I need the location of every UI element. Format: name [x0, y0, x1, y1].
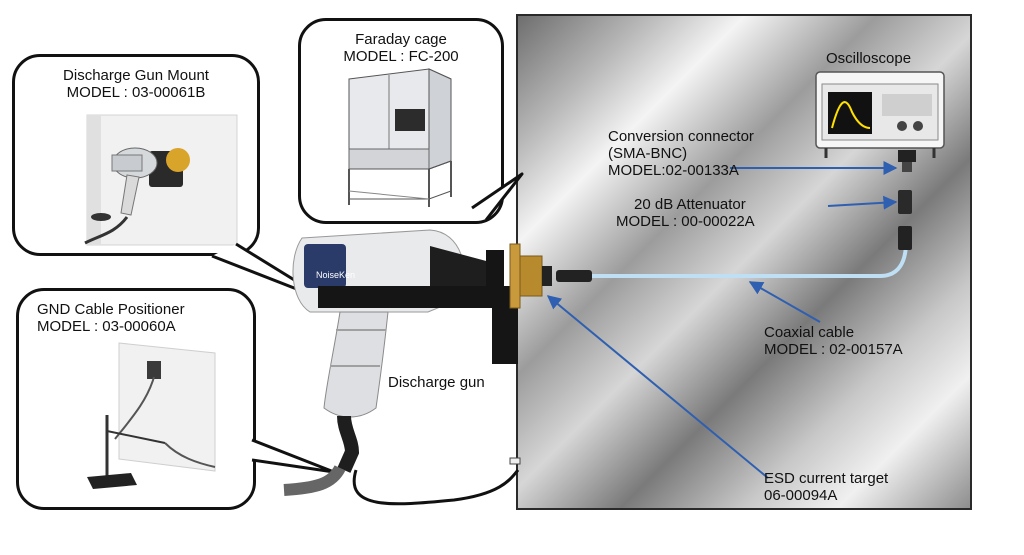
- ground-return-cable: [352, 469, 520, 506]
- conversion-connector-label-3: MODEL:02-00133A: [608, 162, 739, 179]
- attenuator-arrow: [827, 195, 898, 210]
- attenuator-label-1: 20 dB Attenuator: [634, 196, 746, 213]
- faraday-cage-image: [348, 68, 452, 207]
- cage-callout-tail: [471, 172, 524, 221]
- attenuator: [898, 190, 912, 214]
- conversion-connector-label-2: (SMA-BNC): [608, 145, 688, 162]
- gnd-positioner-image: [87, 342, 216, 489]
- discharge-gun: NoiseKen: [283, 229, 490, 496]
- ground-terminal: [509, 457, 521, 465]
- attenuator-label-2: MODEL : 00-00022A: [616, 213, 755, 230]
- mount-arm: [318, 286, 518, 308]
- mount-title: Discharge Gun Mount: [63, 67, 209, 84]
- gnd-cable-positioner-callout: GND Cable Positioner MODEL : 03-00060A: [16, 288, 256, 510]
- mount-model: MODEL : 03-00061B: [66, 84, 206, 101]
- cage-title: Faraday cage: [355, 31, 447, 48]
- conversion-connector: [898, 150, 916, 162]
- coaxial-cable: [556, 241, 908, 278]
- esd-target-connector: [509, 243, 552, 309]
- discharge-gun-mount-callout: Discharge Gun Mount MODEL : 03-00061B: [12, 54, 260, 256]
- esd-target-arrow: [546, 295, 769, 479]
- cage-model: MODEL : FC-200: [343, 48, 459, 65]
- esd-target-label-2: 06-00094A: [764, 487, 838, 504]
- coaxial-cable-label-2: MODEL : 02-00157A: [764, 341, 903, 358]
- cable-connector: [898, 226, 912, 250]
- discharge-gun-label: Discharge gun: [388, 374, 485, 391]
- gnd-callout-tail: [251, 438, 336, 474]
- conversion-connector-label-1: Conversion connector: [608, 128, 754, 145]
- oscilloscope-label: Oscilloscope: [826, 50, 912, 67]
- gun-mount-image: [84, 114, 238, 246]
- faraday-cage-callout: Faraday cage MODEL : FC-200: [298, 18, 504, 224]
- gnd-model: MODEL : 03-00060A: [37, 318, 176, 335]
- gun-brand: NoiseKen: [316, 270, 355, 280]
- coaxial-cable-label-1: Coaxial cable: [764, 324, 855, 341]
- coax-arrow: [748, 281, 821, 323]
- oscilloscope: [815, 71, 945, 158]
- esd-target-label-1: ESD current target: [764, 470, 889, 487]
- gnd-title: GND Cable Positioner: [37, 301, 185, 318]
